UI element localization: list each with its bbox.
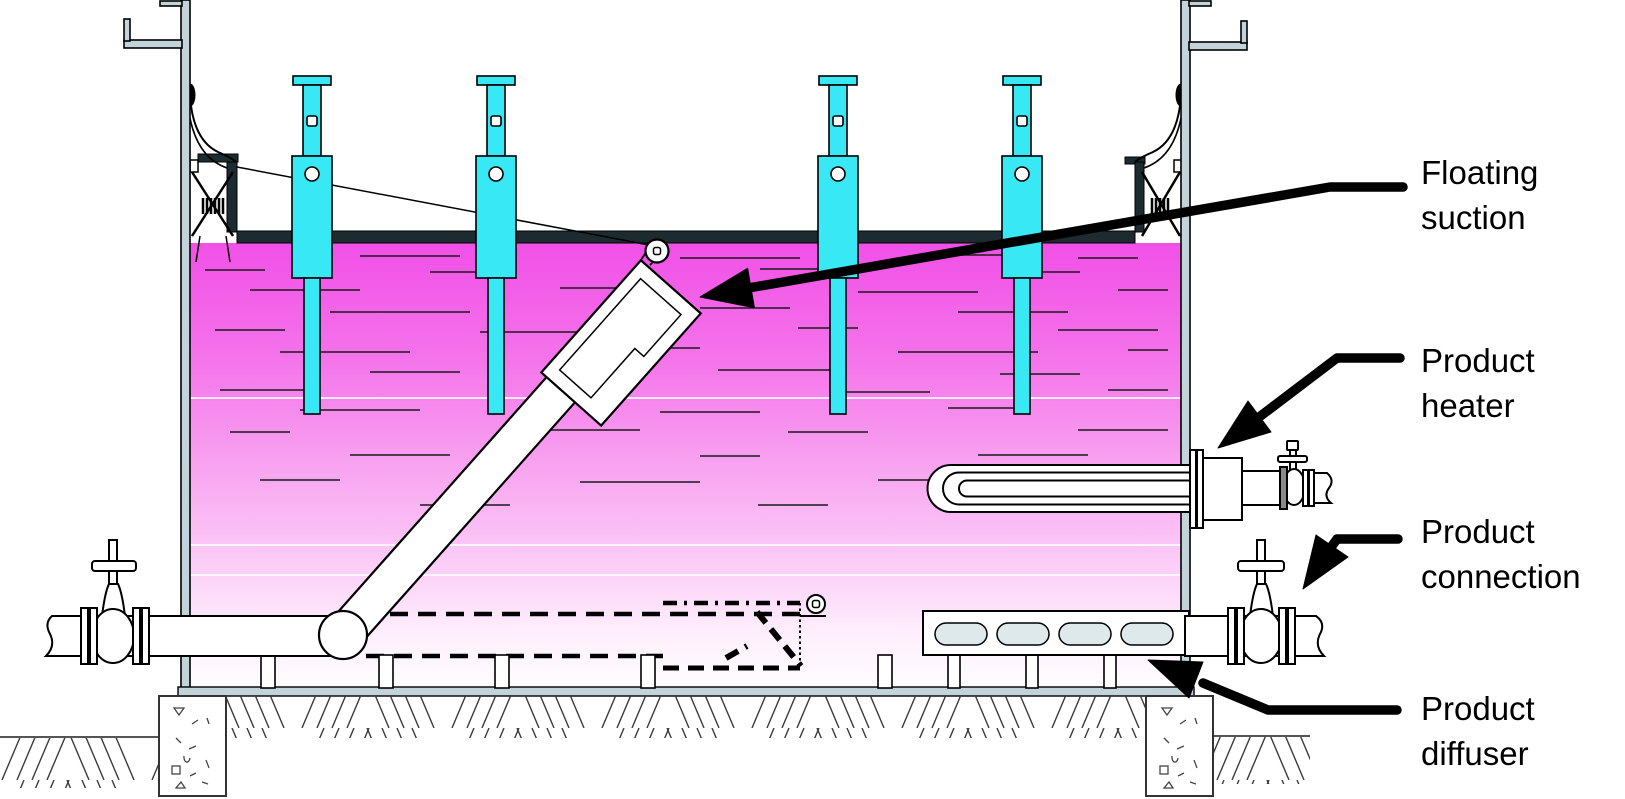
roof-support-legs — [291, 75, 1043, 415]
heater-terminal-box — [1202, 457, 1243, 521]
arrowhead — [1302, 534, 1349, 590]
valve-handwheel — [91, 560, 137, 572]
rim-seal-right — [1124, 83, 1187, 237]
heater-flange — [1189, 449, 1197, 529]
leader-product-connection — [1302, 534, 1403, 590]
floating-roof-deck — [236, 230, 1136, 244]
wind-girder-bracket-right — [1188, 0, 1248, 51]
tank-shell-right — [1180, 0, 1191, 689]
label-product-connection: Product connection — [1421, 513, 1581, 595]
floating-suction-assembly — [317, 238, 703, 661]
gate-valve-right — [1227, 539, 1296, 665]
wind-girder-bracket-left — [123, 0, 183, 49]
tank-floor-plate — [177, 686, 1195, 697]
product-connection-left — [43, 539, 346, 665]
label-product-heater: Product heater — [1421, 342, 1535, 424]
heater-valve — [1277, 440, 1334, 510]
leader-arrows — [699, 182, 1408, 715]
pipe-supports — [260, 654, 893, 689]
valve-handwheel — [1237, 560, 1285, 572]
foundation-left — [158, 695, 227, 797]
label-product-diffuser: Product diffuser — [1421, 690, 1535, 772]
valve-body — [1239, 608, 1283, 664]
leader-product-heater — [1217, 353, 1405, 449]
suction-lowered-position-dashed — [362, 594, 826, 671]
product-diffuser — [922, 610, 1190, 689]
foundation-right — [1145, 695, 1214, 797]
roof-support-leg — [475, 75, 517, 415]
ground-hatch-right — [1213, 737, 1310, 784]
rim-seal-left — [184, 83, 239, 263]
diffuser-slot — [1120, 622, 1174, 646]
label-floating-suction: Floating suction — [1421, 154, 1539, 236]
gate-valve-left — [80, 539, 150, 665]
leader-product-diffuser — [1147, 659, 1402, 715]
product-connection-right — [1184, 539, 1327, 665]
roof-support-leg — [1001, 75, 1043, 415]
arrowhead — [1147, 659, 1204, 699]
diffuser-slot — [1058, 622, 1112, 646]
roof-support-leg — [817, 75, 859, 415]
leader-floating-suction — [699, 182, 1408, 309]
arrowhead — [1217, 400, 1272, 449]
suction-swivel-elbow — [317, 609, 369, 661]
suction-float — [539, 258, 703, 428]
tank-shell-left — [180, 0, 191, 689]
ground-and-foundation — [0, 654, 1310, 797]
diffuser-slot — [934, 622, 988, 646]
float-detail — [558, 277, 683, 399]
ground-hatch-middle — [226, 696, 1146, 738]
ground-hatch-left — [0, 738, 159, 788]
product-heater — [926, 440, 1334, 529]
diffuser-slot — [996, 622, 1050, 646]
arrowhead — [699, 267, 755, 309]
roof-support-leg — [291, 75, 333, 415]
valve-body — [91, 608, 135, 664]
